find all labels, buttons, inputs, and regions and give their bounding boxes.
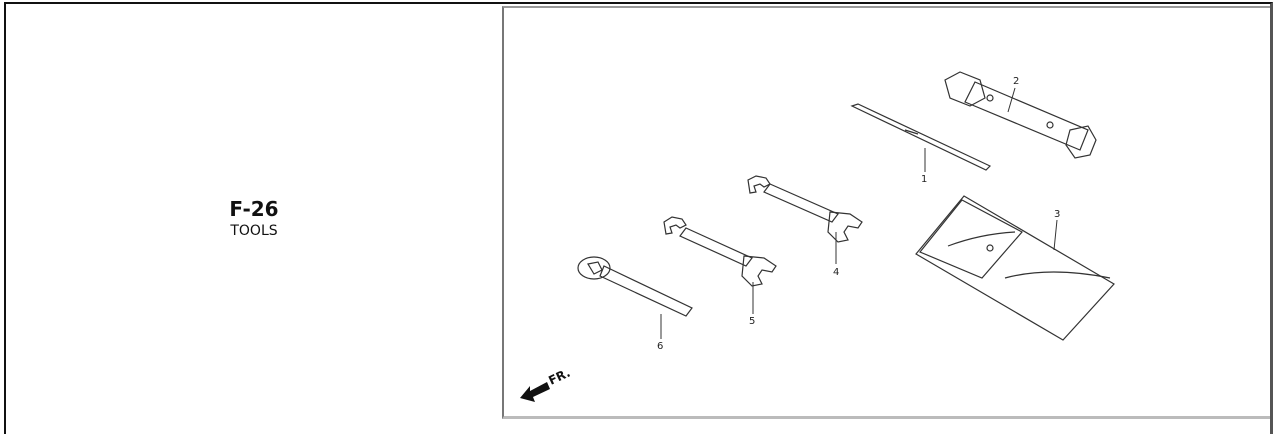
callout-2: 2 bbox=[1013, 76, 1019, 87]
parts-diagram: 1 2 3 4 5 6 FR. bbox=[520, 71, 1115, 402]
callout-1: 1 bbox=[921, 174, 927, 185]
callout-5: 5 bbox=[749, 316, 755, 327]
part-4-open-end-wrench[interactable] bbox=[747, 175, 863, 243]
callout-leaders bbox=[660, 87, 1058, 339]
front-arrow-icon bbox=[520, 382, 550, 402]
section-heading-cell: F-26 TOOLS bbox=[6, 4, 502, 422]
callout-6: 6 bbox=[657, 341, 663, 352]
part-5-open-end-wrench[interactable] bbox=[663, 216, 777, 287]
callout-4: 4 bbox=[833, 267, 839, 278]
part-1-screwdriver[interactable] bbox=[850, 103, 992, 171]
part-6-ring-spanner[interactable] bbox=[577, 256, 693, 317]
front-marker-label: FR. bbox=[546, 366, 572, 388]
section-code: F-26 bbox=[229, 197, 279, 221]
outer-table-border bbox=[4, 2, 1273, 434]
section-name: TOOLS bbox=[230, 223, 278, 239]
part-3-tool-bag[interactable] bbox=[915, 195, 1115, 341]
parts-diagram-frame bbox=[502, 6, 1270, 419]
callout-3: 3 bbox=[1054, 209, 1060, 220]
part-2-plug-wrench[interactable] bbox=[944, 71, 1097, 159]
